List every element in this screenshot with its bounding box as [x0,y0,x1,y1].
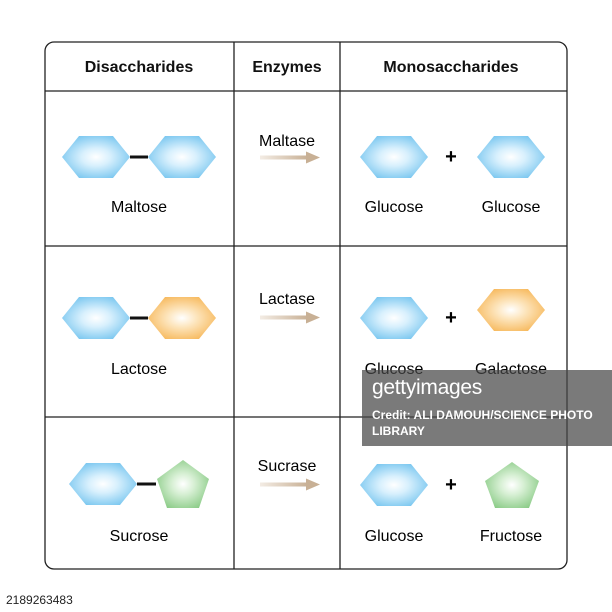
disaccharide-label: Lactose [111,361,167,378]
glucose-hexagon-icon [148,136,216,178]
arrow-icon [260,478,320,491]
watermark-brand: gettyimages [372,376,482,399]
row-maltose: Maltose Maltase + Glucose Glucose [62,133,545,216]
plus-sign: + [445,146,457,168]
arrow-icon [260,311,320,324]
galactose-hexagon-icon [148,297,216,339]
header-enzymes: Enzymes [252,59,321,76]
galactose-hexagon-icon [477,289,545,331]
glucose-hexagon-icon [62,136,130,178]
glucose-hexagon-icon [360,464,428,506]
arrow-icon [260,151,320,164]
row-sucrose: Sucrose Sucrase + Glucose Fructose [69,458,542,545]
header-disaccharides: Disaccharides [85,59,194,76]
monosaccharide-label: Fructose [480,528,542,545]
row-lactose: Lactose Lactase + Glucose Galactose [62,289,547,378]
glucose-hexagon-icon [360,136,428,178]
fructose-pentagon-icon [485,462,539,508]
image-id-label: 2189263483 [6,593,73,607]
watermark-credit: Credit: ALI DAMOUH/SCIENCE PHOTO LIBRARY [372,408,593,438]
monosaccharide-label: Glucose [482,199,541,216]
fructose-pentagon-icon [157,460,209,508]
glucose-hexagon-icon [477,136,545,178]
glucose-hexagon-icon [69,463,137,505]
disaccharide-label: Sucrose [110,528,169,545]
monosaccharide-label: Glucose [365,199,424,216]
disaccharide-label: Maltose [111,199,167,216]
enzyme-label: Sucrase [258,458,317,475]
monosaccharide-label: Glucose [365,528,424,545]
glucose-hexagon-icon [360,297,428,339]
header-monosaccharides: Monosaccharides [383,59,518,76]
enzyme-label: Lactase [259,291,315,308]
plus-sign: + [445,474,457,496]
glucose-hexagon-icon [62,297,130,339]
watermark-overlay: gettyimages Credit: ALI DAMOUH/SCIENCE P… [362,370,612,446]
plus-sign: + [445,307,457,329]
enzyme-label: Maltase [259,133,315,150]
table-border [44,41,568,570]
